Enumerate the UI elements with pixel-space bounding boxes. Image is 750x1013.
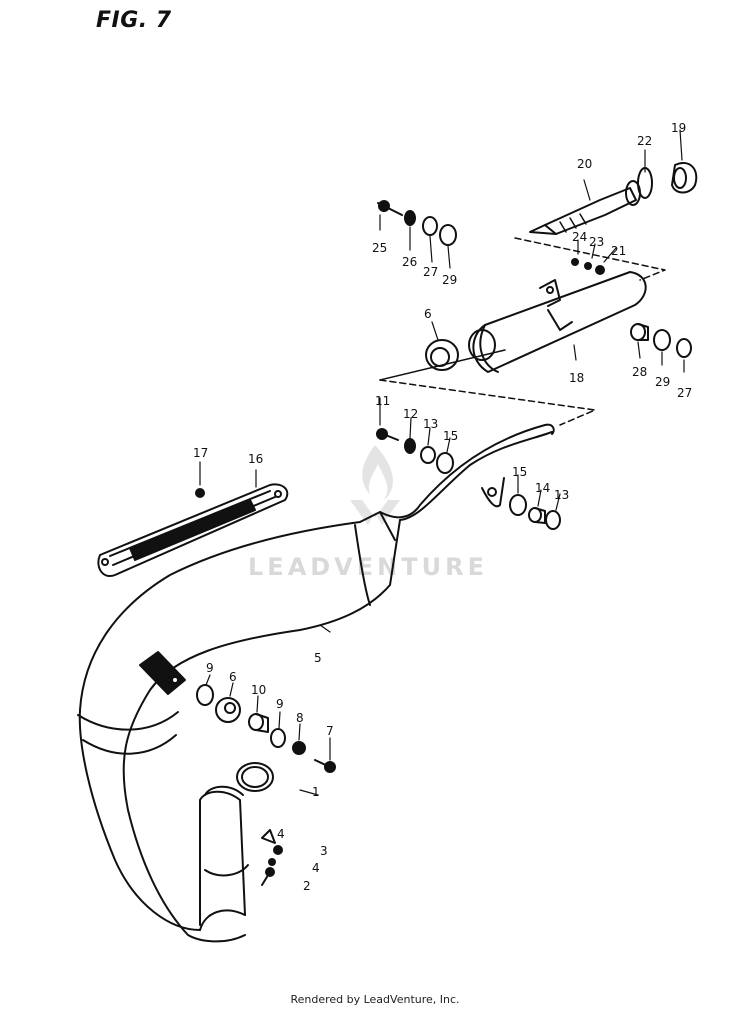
grommet-6-bottom: [215, 697, 241, 723]
callout-27a: 27: [423, 265, 438, 279]
footer-credit: Rendered by LeadVenture, Inc.: [290, 993, 460, 1006]
callout-14: 14: [535, 481, 550, 495]
washer-9-right: [270, 728, 286, 748]
callout-1: 1: [312, 785, 320, 799]
spark-arrestor: [529, 180, 641, 235]
callout-3: 3: [320, 844, 328, 858]
callout-4a: 4: [277, 827, 285, 841]
callout-19: 19: [671, 121, 686, 135]
callout-6a: 6: [424, 307, 432, 321]
callout-15b: 15: [512, 465, 527, 479]
callout-25: 25: [372, 241, 387, 255]
bolt-25: [377, 200, 403, 216]
callout-24: 24: [572, 230, 587, 244]
callout-9a: 9: [206, 661, 214, 675]
callout-11: 11: [375, 394, 390, 408]
callout-15a: 15: [443, 429, 458, 443]
washer-9-left: [196, 684, 214, 706]
bolt-7: [314, 759, 336, 773]
expansion-chamber-pipe: [77, 423, 555, 943]
washer-12: [404, 438, 416, 454]
washer-27-right: [676, 338, 692, 358]
washer-29-top: [439, 224, 457, 246]
callout-10: 10: [251, 683, 266, 697]
callout-7: 7: [326, 724, 334, 738]
gasket-1: [236, 762, 274, 792]
washer-26: [404, 210, 416, 226]
callout-4b: 4: [312, 861, 320, 875]
flange-bolts: [261, 829, 283, 886]
screw-17: [195, 488, 205, 498]
callout-8: 8: [296, 711, 304, 725]
callout-13a: 13: [423, 417, 438, 431]
washer-15-right: [509, 494, 527, 516]
callout-29b: 29: [655, 375, 670, 389]
callout-20: 20: [577, 157, 592, 171]
figure-title: FIG. 7: [96, 8, 172, 33]
callout-9b: 9: [276, 697, 284, 711]
callout-2: 2: [303, 879, 311, 893]
callout-16: 16: [248, 452, 263, 466]
watermark-text: LEADVENTURE: [248, 553, 488, 581]
leadventure-flame-logo-icon: [350, 445, 400, 525]
washer-13-left: [420, 446, 436, 464]
bolts-21-23-24: [571, 258, 605, 275]
callout-27b: 27: [677, 386, 692, 400]
callout-12: 12: [403, 407, 418, 421]
collar-28: [630, 323, 649, 341]
end-cap-19: [671, 162, 698, 194]
callout-26: 26: [402, 255, 417, 269]
collar-10: [248, 713, 269, 733]
callout-13b: 13: [554, 488, 569, 502]
washer-15-left: [436, 452, 454, 474]
washer-29-right: [653, 329, 671, 351]
nut-8: [292, 741, 306, 755]
washer-13-right: [545, 510, 561, 530]
callout-22: 22: [637, 134, 652, 148]
callout-17: 17: [193, 446, 208, 460]
callout-29a: 29: [442, 273, 457, 287]
callout-21: 21: [611, 244, 626, 258]
callout-5: 5: [314, 651, 322, 665]
washer-27-top: [422, 216, 438, 236]
callout-28: 28: [632, 365, 647, 379]
silencer: [468, 271, 647, 373]
collar-14: [528, 507, 546, 524]
callout-23: 23: [589, 235, 604, 249]
callout-6b: 6: [229, 670, 237, 684]
callout-18: 18: [569, 371, 584, 385]
heat-shield: [97, 483, 289, 578]
bolt-11: [376, 428, 399, 441]
